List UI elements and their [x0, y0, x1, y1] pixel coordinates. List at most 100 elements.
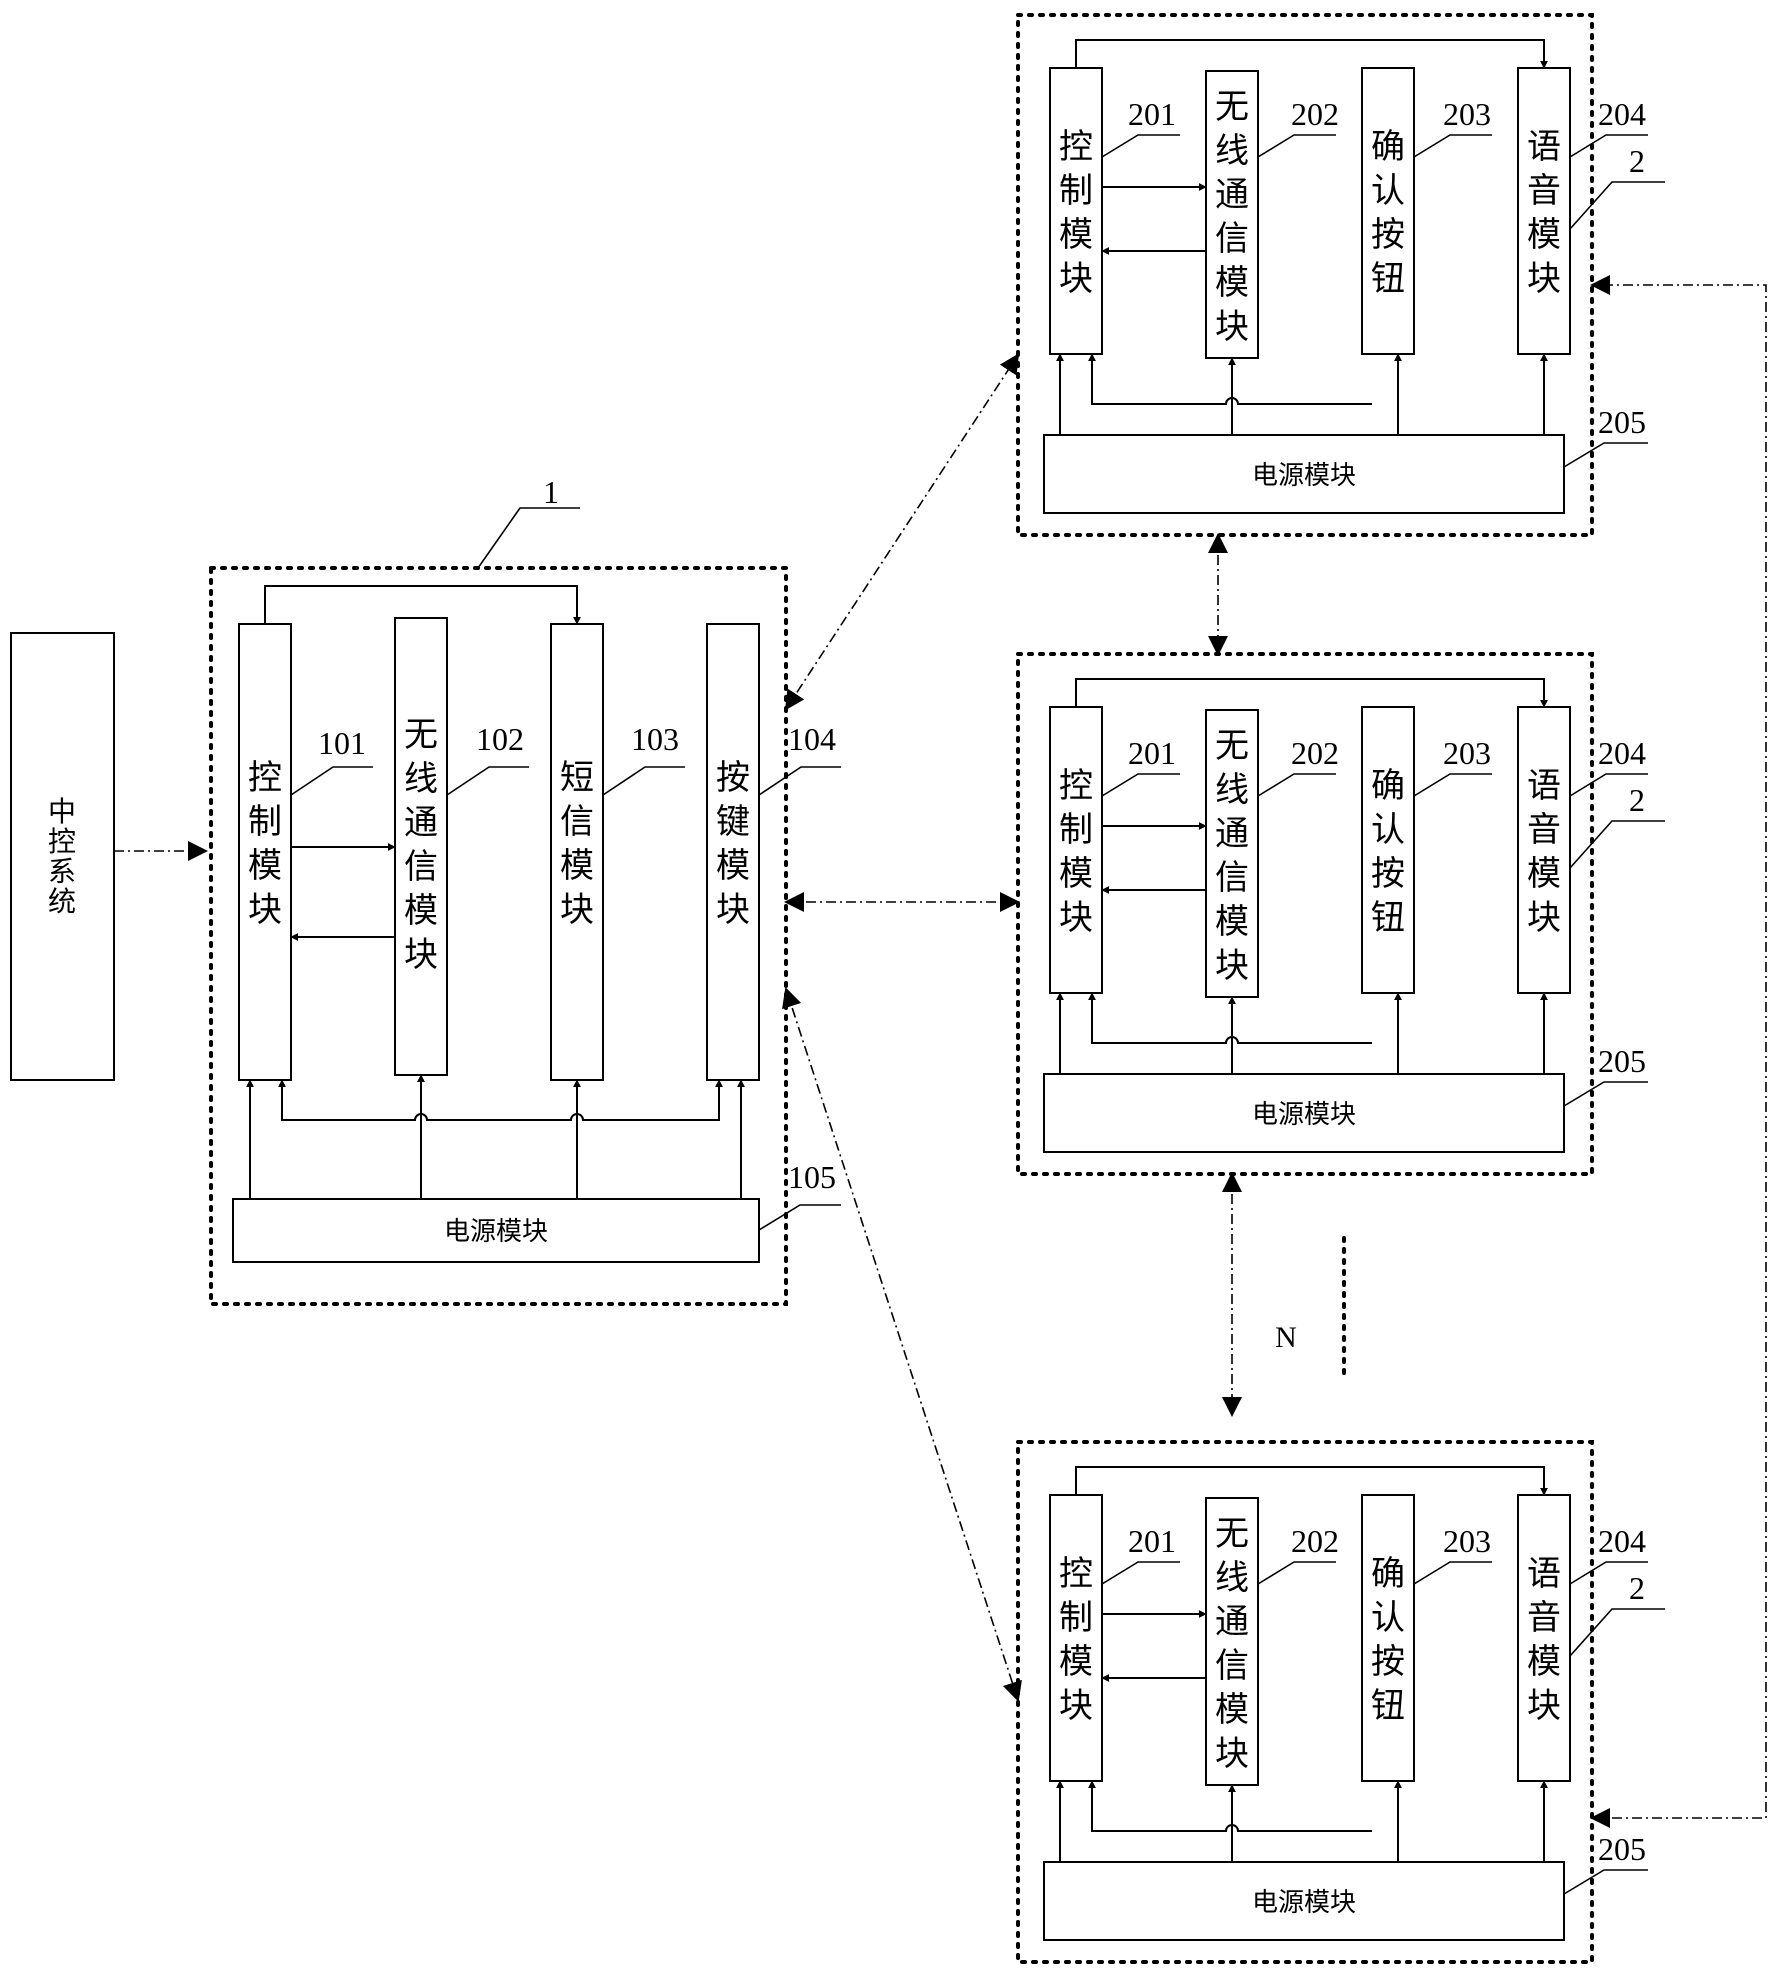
- sub-module-ref-202: 202: [1291, 1523, 1339, 1559]
- sub-module-ref-201: 201: [1128, 96, 1176, 132]
- main-power-bus: [278, 1079, 723, 1121]
- main-module-103: [550, 623, 604, 1081]
- sub-power-label: 电源模块: [1252, 1888, 1356, 1918]
- link-main-to-sub1: [784, 353, 1020, 711]
- wireless-links: N: [782, 275, 1767, 1828]
- main-module-label-103: 短信模块: [560, 758, 594, 930]
- sub-module-ref-203: 203: [1443, 735, 1491, 771]
- sub-module-203: [1361, 67, 1415, 355]
- sub-module-202: [1205, 70, 1259, 359]
- sub-module-ref-201: 201: [1128, 735, 1176, 771]
- central-system-box: [10, 632, 115, 1081]
- sub-module-ref-204: 204: [1598, 735, 1646, 771]
- sub-control-to-voice: [1075, 1466, 1548, 1496]
- main-module-ref-leader: [446, 766, 529, 796]
- sub-module-ref-204: 204: [1598, 96, 1646, 132]
- sub-power-ref-leader: [1563, 1869, 1648, 1895]
- sub-module-label-204: 语音模块: [1527, 1554, 1561, 1726]
- sub-module-label-203: 确认按钮: [1371, 127, 1405, 299]
- main-power-ref: 105: [788, 1159, 836, 1195]
- sub-power-ref-leader: [1563, 1081, 1648, 1107]
- sub-unit-ref-leader: [1569, 820, 1665, 869]
- sub-control-to-voice: [1075, 678, 1548, 708]
- main-module-ref-leader: [758, 766, 841, 796]
- sub-power-label: 电源模块: [1252, 461, 1356, 491]
- sub-module-label-203: 确认按钮: [1371, 766, 1405, 938]
- sub-module-203: [1361, 1494, 1415, 1782]
- sub-module-204: [1517, 67, 1571, 355]
- sub-power-ref: 205: [1598, 1043, 1646, 1079]
- sub-module-label-201: 控制模块: [1059, 1554, 1093, 1726]
- sub-power-ref: 205: [1598, 404, 1646, 440]
- sub-module-label-204: 语音模块: [1527, 766, 1561, 938]
- sub-unit-ref: 2: [1629, 1570, 1645, 1606]
- sub-power-ref-leader: [1563, 442, 1648, 468]
- sub-module-ref-leader: [1101, 773, 1180, 797]
- n-label: N: [1275, 1321, 1297, 1354]
- sub-power-module: [1043, 434, 1565, 514]
- sub-module-label-204: 语音模块: [1527, 127, 1561, 299]
- main-module-101: [238, 623, 292, 1081]
- main-unit-frame: [209, 566, 788, 1306]
- main-power-label: 电源模块: [444, 1217, 548, 1247]
- sub-module-ref-leader: [1101, 1561, 1180, 1585]
- main-power-ref-leader: [758, 1204, 841, 1231]
- main-control-to-sms: [264, 585, 581, 625]
- sub-module-204: [1517, 706, 1571, 994]
- sub-power-module: [1043, 1073, 1565, 1153]
- sub-unit-ref-leader: [1569, 181, 1665, 230]
- sub-module-ref-leader: [1413, 134, 1492, 158]
- main-module-ref-102: 102: [476, 721, 524, 757]
- main-module-ref-101: 101: [318, 725, 366, 761]
- main-unit-ref: 1: [543, 474, 559, 510]
- sub-module-label-203: 确认按钮: [1371, 1554, 1405, 1726]
- sub-module-ref-leader: [1257, 773, 1336, 797]
- sub-module-label-201: 控制模块: [1059, 766, 1093, 938]
- sub-module-202: [1205, 1497, 1259, 1786]
- sub-module-label-202: 无线通信模块: [1215, 726, 1249, 986]
- sub-module-ref-202: 202: [1291, 96, 1339, 132]
- sub-module-ref-leader: [1257, 134, 1336, 158]
- main-module-label-101: 控制模块: [248, 758, 282, 930]
- sub-module-ref-204: 204: [1598, 1523, 1646, 1559]
- sub-power-module: [1043, 1861, 1565, 1941]
- sub-module-label-202: 无线通信模块: [1215, 1514, 1249, 1774]
- sub-module-ref-202: 202: [1291, 735, 1339, 771]
- central-control-system: 中控系统: [10, 632, 208, 1081]
- main-module-ref-104: 104: [788, 721, 836, 757]
- sub-module-201: [1049, 67, 1103, 355]
- sub-module-label-201: 控制模块: [1059, 127, 1093, 299]
- sub-control-to-voice: [1075, 39, 1548, 69]
- sub-module-203: [1361, 706, 1415, 994]
- sub-module-201: [1049, 1494, 1103, 1782]
- link-sub3-to-sub1: [1590, 275, 1767, 1828]
- main-module-104: [706, 623, 760, 1081]
- sub-power-ref: 205: [1598, 1831, 1646, 1867]
- main-module-label-104: 按键模块: [716, 758, 750, 930]
- sub-module-ref-leader: [1101, 134, 1180, 158]
- sub-unit-ref-leader: [1569, 1608, 1665, 1657]
- sub-module-201: [1049, 706, 1103, 994]
- sub-module-ref-203: 203: [1443, 96, 1491, 132]
- sub-module-ref-203: 203: [1443, 1523, 1491, 1559]
- sub-unit-ref: 2: [1629, 782, 1645, 818]
- sub-module-ref-leader: [1413, 773, 1492, 797]
- main-unit-ref-leader: [477, 507, 580, 569]
- sub-power-label: 电源模块: [1252, 1100, 1356, 1130]
- main-module-ref-leader: [290, 766, 373, 796]
- link-main-to-sub3: [782, 987, 1022, 1702]
- sub-module-204: [1517, 1494, 1571, 1782]
- central-system-label: 中控系统: [48, 795, 76, 918]
- main-power-module: [232, 1198, 760, 1263]
- sub-module-ref-leader: [1257, 1561, 1336, 1585]
- sub-module-ref-leader: [1569, 134, 1648, 158]
- main-module-102: [394, 617, 448, 1076]
- sub-module-ref-201: 201: [1128, 1523, 1176, 1559]
- main-module-ref-103: 103: [631, 721, 679, 757]
- main-module-ref-leader: [602, 766, 685, 796]
